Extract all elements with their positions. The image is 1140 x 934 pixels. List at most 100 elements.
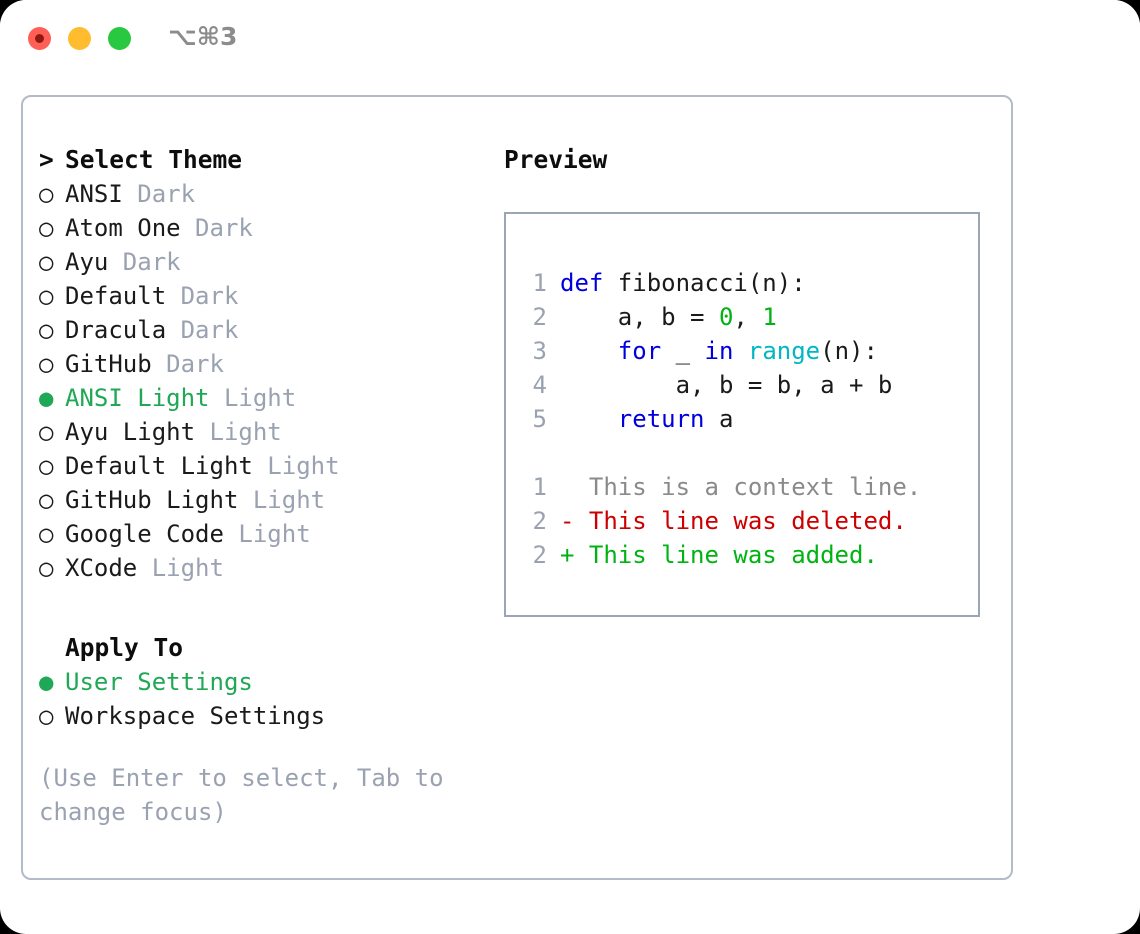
diff-marker (560, 473, 589, 501)
theme-kind-badge: Dark (108, 248, 181, 276)
radio-selected-icon[interactable]: ● (39, 668, 54, 696)
theme-kind-badge: Light (209, 384, 297, 412)
radio-unselected-icon[interactable]: ○ (39, 180, 54, 208)
code-line: 4 a, b = b, a + b (506, 368, 978, 402)
apply-to-list: ●User Settings ○ Workspace Settings (39, 665, 469, 733)
diff-text: This line was added. (588, 541, 878, 569)
line-number: 2 (532, 507, 547, 535)
diff-line: 2- This line was deleted. (506, 504, 978, 538)
theme-list-item[interactable]: ○GitHub Dark (39, 347, 469, 381)
theme-name: Dracula (65, 316, 167, 344)
theme-kind-badge: Light (238, 486, 326, 514)
theme-list-item[interactable]: ○Ayu Dark (39, 245, 469, 279)
code-token: 1 (762, 303, 777, 331)
code-token: for (617, 337, 662, 365)
preview-title: Preview (504, 145, 608, 174)
code-token: 0 (718, 303, 734, 331)
line-number: 4 (532, 371, 547, 399)
diff-line: 2 + This line was added. (506, 538, 978, 572)
theme-list: ○ANSI Dark○Atom One Dark○Ayu Dark○Defaul… (39, 177, 469, 585)
apply-to-option[interactable]: ○ Workspace Settings (39, 699, 469, 733)
line-number: 1 (532, 473, 547, 501)
code-line: 5 return a (506, 402, 978, 436)
theme-picker-column: >Select Theme ○ANSI Dark○Atom One Dark○A… (39, 143, 469, 829)
radio-unselected-icon[interactable]: ○ (39, 350, 54, 378)
close-button[interactable] (28, 27, 51, 50)
theme-kind-badge: Dark (122, 180, 196, 208)
theme-name: Default Light (65, 452, 253, 480)
code-token (560, 405, 618, 433)
line-number: 2 (532, 303, 547, 331)
diff-text: This line was deleted. (588, 507, 907, 535)
code-token: def (560, 269, 604, 297)
theme-kind-badge: Dark (180, 214, 253, 242)
line-number: 5 (532, 405, 547, 433)
code-token: (n): (820, 337, 878, 365)
radio-unselected-icon[interactable]: ○ (39, 248, 54, 276)
radio-unselected-icon[interactable]: ○ (39, 486, 54, 514)
code-token: range (747, 337, 821, 365)
minimize-button[interactable] (68, 27, 91, 50)
code-token: a (704, 405, 734, 433)
theme-name: Google Code (65, 520, 224, 548)
apply-to-label: Workspace Settings (65, 702, 326, 730)
theme-list-item[interactable]: ○ Atom One Dark (39, 211, 469, 245)
theme-list-item[interactable]: ○ Google Code Light (39, 517, 469, 551)
keyboard-shortcut-label: ⌥⌘3 (168, 22, 238, 51)
diff-marker: + (560, 541, 589, 569)
code-token: a, b = b, a + b (560, 371, 893, 399)
line-number: 2 (532, 541, 547, 569)
radio-unselected-icon[interactable]: ○ (39, 214, 54, 242)
radio-unselected-icon[interactable]: ○ (39, 282, 54, 310)
radio-unselected-icon[interactable]: ○ (39, 520, 54, 548)
theme-list-item[interactable]: ○ GitHub Light Light (39, 483, 469, 517)
code-line: 3 for _ in range(n): (506, 334, 978, 368)
theme-name: ANSI (65, 180, 123, 208)
maximize-button[interactable] (108, 27, 131, 50)
theme-list-item[interactable]: ○ Dracula Dark (39, 313, 469, 347)
code-token: in (704, 337, 734, 365)
line-number: 1 (532, 269, 547, 297)
title-bar: ⌥⌘3 (0, 0, 1140, 78)
theme-list-item[interactable]: ○ ANSI Dark (39, 177, 469, 211)
caret-icon: > (39, 145, 54, 174)
theme-kind-badge: Light (223, 520, 311, 548)
radio-unselected-icon[interactable]: ○ (39, 554, 54, 582)
radio-unselected-icon[interactable]: ○ (39, 316, 54, 344)
theme-name: Atom One (65, 214, 181, 242)
radio-unselected-icon[interactable]: ○ (39, 702, 54, 730)
code-token (560, 337, 618, 365)
spacer (506, 436, 978, 470)
keyboard-hint: (Use Enter to select, Tab to change focu… (39, 764, 444, 826)
theme-name: GitHub (65, 350, 152, 378)
theme-list-item[interactable]: ○Default Light Light (39, 449, 469, 483)
radio-unselected-icon[interactable]: ○ (39, 452, 54, 480)
theme-name: ANSI Light (65, 384, 210, 412)
theme-name: Default (65, 282, 167, 310)
theme-name: XCode (65, 554, 138, 582)
radio-selected-icon[interactable]: ● (39, 384, 54, 412)
select-theme-label: Select Theme (65, 145, 243, 174)
theme-kind-badge: Light (195, 418, 282, 446)
theme-kind-badge: Light (137, 554, 224, 582)
content-panel: >Select Theme ○ANSI Dark○Atom One Dark○A… (21, 95, 1013, 880)
diff-sample: 1 This is a context line. 2- This line wa… (506, 470, 978, 572)
select-theme-header: > Select Theme (39, 143, 469, 177)
theme-name: GitHub Light (65, 486, 239, 514)
theme-name: Ayu Light (65, 418, 196, 446)
diff-text: This is a context line. (588, 473, 922, 501)
theme-list-item[interactable]: ○ Ayu Light Light (39, 415, 469, 449)
code-token: a, b = (560, 303, 719, 331)
code-token: return (617, 405, 705, 433)
code-token (733, 337, 747, 365)
radio-unselected-icon[interactable]: ○ (39, 418, 54, 446)
diff-marker: - (560, 507, 589, 535)
theme-list-item[interactable]: ● ANSI Light Light (39, 381, 469, 415)
theme-kind-badge: Dark (166, 316, 239, 344)
spacer (39, 585, 469, 631)
theme-list-item[interactable]: ○Default Dark (39, 279, 469, 313)
apply-to-option[interactable]: ●User Settings (39, 665, 469, 699)
theme-list-item[interactable]: ○ XCode Light (39, 551, 469, 585)
